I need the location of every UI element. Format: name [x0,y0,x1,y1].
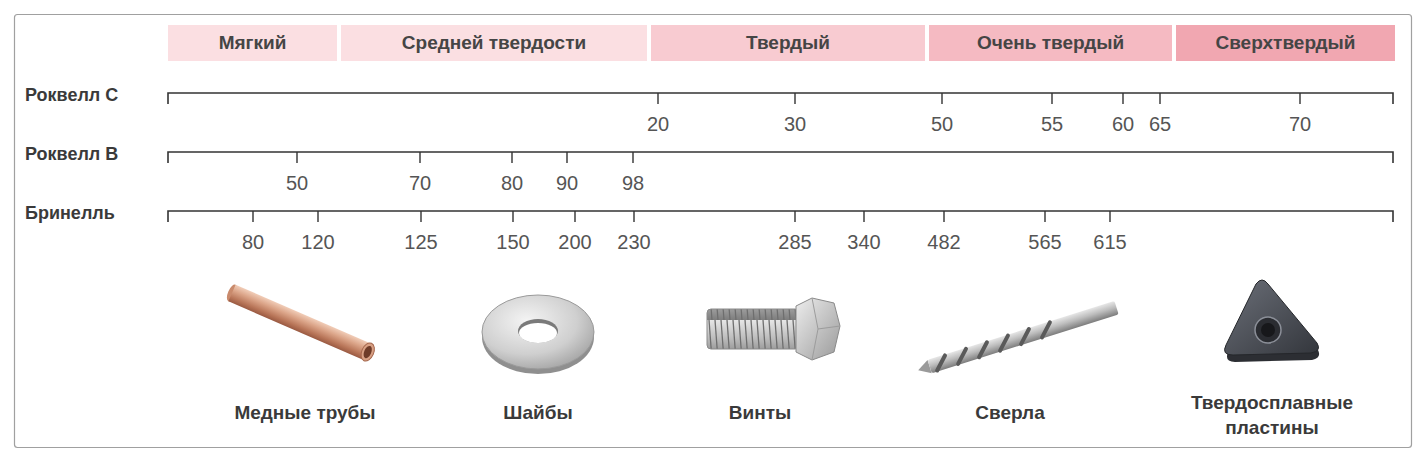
item-caption: Шайбы [458,401,618,426]
scale-axis [168,93,1393,104]
scale-lines [168,93,1393,222]
scale-value: 90 [556,171,578,195]
scale-value: 615 [1093,230,1126,254]
scale-value: 285 [778,230,811,254]
scale-tick [941,93,942,104]
scale-tick [317,211,318,222]
scale-axis [168,211,1393,222]
scale-value: 230 [617,230,650,254]
scale-tick [419,152,420,163]
drill-picture [916,301,1119,377]
scale-tick [511,152,512,163]
item-caption: Винты [680,401,840,426]
item-caption: Сверла [930,401,1090,426]
hardness-band: Твердый [651,25,925,61]
scale-tick [943,211,944,222]
scale-value: 98 [622,171,644,195]
bolt-picture [707,298,840,360]
scale-tick [566,152,567,163]
scale-tick [1159,93,1160,104]
scale-tick [863,211,864,222]
scale-value: 60 [1112,112,1134,136]
scale-tick [1299,93,1300,104]
scale-tick [420,211,421,222]
scale-value: 80 [501,171,523,195]
scale-value: 340 [847,230,880,254]
band-label: Твердый [746,32,830,54]
band-label: Мягкий [219,32,287,54]
scale-value: 125 [404,230,437,254]
band-label: Очень твердый [977,32,1124,54]
item-caption: Твердосплавные пластины [1177,391,1367,440]
hardness-band: Очень твердый [929,25,1172,61]
copper-pipe-picture [225,283,377,363]
scale-tick [632,152,633,163]
scale-value: 120 [301,230,334,254]
band-label: Средней твердости [402,32,586,54]
scale-name: Роквелл B [25,144,118,166]
scale-tick [296,152,297,163]
scale-value: 482 [927,230,960,254]
scale-tick [1044,211,1045,222]
scale-value: 565 [1028,230,1061,254]
scale-value: 50 [286,171,308,195]
scale-value: 200 [558,230,591,254]
scale-value: 55 [1041,112,1063,136]
scale-value: 50 [931,112,953,136]
scale-tick [252,211,253,222]
scale-value: 70 [409,171,431,195]
scale-tick [512,211,513,222]
carbide-insert-picture [1225,280,1320,362]
scale-tick [1051,93,1052,104]
scale-value: 150 [496,230,529,254]
scale-tick [794,93,795,104]
scale-tick [1109,211,1110,222]
scale-name: Роквелл C [25,85,118,107]
scale-tick [657,93,658,104]
band-label: Сверхтвердый [1215,32,1355,54]
scale-tick [633,211,634,222]
scale-value: 30 [784,112,806,136]
scale-value: 80 [242,230,264,254]
scale-value: 70 [1289,112,1311,136]
hardness-band: Мягкий [168,25,337,61]
scale-tick [794,211,795,222]
scale-value: 20 [647,112,669,136]
scale-value: 65 [1149,112,1171,136]
item-caption: Медные трубы [195,401,415,426]
scale-name: Бринелль [25,203,115,225]
scale-axis [168,152,1393,163]
scale-tick [574,211,575,222]
hardness-band: Средней твердости [341,25,647,61]
scale-tick [1122,93,1123,104]
washer-picture [482,295,594,374]
hardness-band: Сверхтвердый [1176,25,1395,61]
outer-frame [15,15,1412,448]
